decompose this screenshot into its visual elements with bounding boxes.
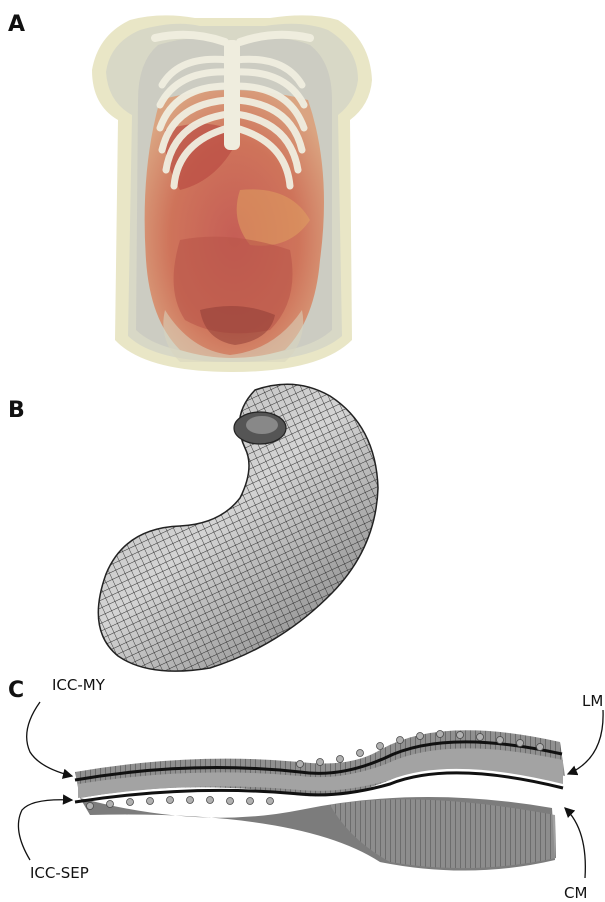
label-icc-my: ICC-MY	[52, 676, 105, 694]
panel-a-label: A	[8, 12, 25, 37]
label-cm: CM	[564, 884, 587, 902]
icc-my-arrow	[27, 702, 72, 776]
cm-arrow	[565, 808, 585, 878]
panel-b-label: B	[8, 398, 25, 423]
stomach-mesh-image	[80, 378, 410, 674]
icc-sep-arrow	[18, 800, 72, 860]
muscle-layers-diagram	[0, 680, 605, 901]
label-icc-sep: ICC-SEP	[30, 864, 89, 882]
label-lm: LM	[582, 692, 603, 710]
torso-anatomy-image	[70, 10, 395, 372]
lm-arrow	[568, 710, 603, 774]
